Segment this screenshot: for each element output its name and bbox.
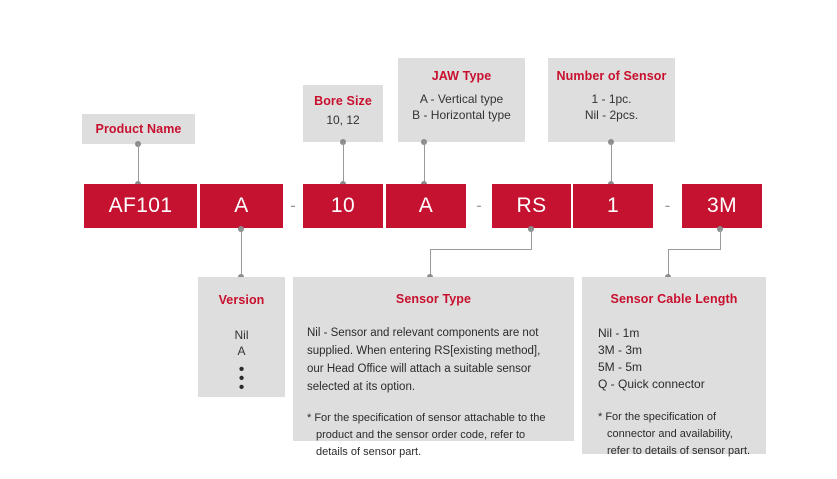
connector-line-product-name [138, 144, 139, 184]
callout-number-of-sensor-title: Number of Sensor [556, 69, 667, 83]
callout-version-ellipsis-3: • [238, 379, 245, 396]
callout-version-ellipsis-1: • [238, 361, 245, 378]
connector-line-sensor-type-h [430, 249, 532, 250]
callout-product-name: Product Name [82, 114, 195, 144]
callout-sensor-cable-length-note: * For the specification of connector and… [598, 411, 751, 457]
callout-sensor-cable-length-line-1: Nil - 1m [598, 326, 640, 340]
callout-sensor-cable-length-title: Sensor Cable Length [610, 292, 738, 306]
connector-line-jaw-type [424, 142, 425, 184]
connector-line-cable-length-h [668, 249, 721, 250]
callout-sensor-cable-length-line-3: 5M - 5m [598, 360, 643, 374]
callout-sensor-type-title: Sensor Type [395, 292, 472, 306]
callout-sensor-type: Sensor Type Nil - Sensor and relevant co… [293, 277, 574, 458]
callout-number-of-sensor-line-1: 1 - 1pc. [591, 92, 632, 106]
separator-dash-1: - [290, 196, 296, 215]
code-bar-number-of-sensor[interactable]: 1 [573, 184, 653, 228]
callout-version-line-2: A [237, 344, 246, 358]
connector-line-cable-length-v2 [668, 249, 669, 277]
callout-jaw-type: JAW Type A - Vertical type B - Horizonta… [398, 58, 525, 142]
callout-product-name-title: Product Name [95, 122, 182, 136]
connector-line-bore-size [343, 142, 344, 184]
code-bar-product-name[interactable]: AF101 [84, 184, 197, 228]
callout-version-ellipsis-2: • [238, 370, 245, 387]
connector-line-cable-length-v1 [720, 229, 721, 250]
callout-jaw-type-title: JAW Type [431, 69, 492, 83]
connector-line-sensor-type-v2 [430, 249, 431, 277]
callout-jaw-type-line-2: B - Horizontal type [412, 108, 511, 122]
callout-sensor-type-note: * For the specification of sensor attach… [307, 412, 546, 458]
separator-dash-2: - [476, 196, 482, 215]
code-bar-sensor-type[interactable]: RS [492, 184, 571, 228]
callout-number-of-sensor: Number of Sensor 1 - 1pc. Nil - 2pcs. [548, 58, 675, 142]
separator-dash-3: - [664, 196, 671, 215]
callout-number-of-sensor-line-2: Nil - 2pcs. [584, 108, 639, 122]
callout-bore-size-values: 10, 12 [326, 113, 360, 127]
callout-sensor-cable-length-line-4: Q - Quick connector [598, 377, 705, 391]
callout-bore-size-title: Bore Size [314, 94, 372, 108]
connector-line-version [241, 229, 242, 277]
callout-version: Version Nil A • • • [198, 277, 285, 397]
callout-jaw-type-line-1: A - Vertical type [419, 92, 504, 106]
code-bar-sensor-cable-length[interactable]: 3M [682, 184, 762, 228]
connector-line-sensor-type-v1 [531, 229, 532, 250]
code-bar-version[interactable]: A [200, 184, 283, 228]
callout-version-line-1: Nil [234, 328, 249, 342]
code-bar-jaw-type[interactable]: A [386, 184, 466, 228]
callout-bore-size: Bore Size 10, 12 [303, 85, 383, 142]
callout-sensor-cable-length-line-2: 3M - 3m [598, 343, 643, 357]
callout-version-title: Version [218, 293, 265, 307]
code-bar-bore-size[interactable]: 10 [303, 184, 383, 228]
connector-line-number-of-sensor [611, 142, 612, 184]
callout-sensor-cable-length: Sensor Cable Length Nil - 1m 3M - 3m 5M … [582, 277, 766, 457]
callout-sensor-type-paragraph: Nil - Sensor and relevant components are… [307, 327, 541, 393]
